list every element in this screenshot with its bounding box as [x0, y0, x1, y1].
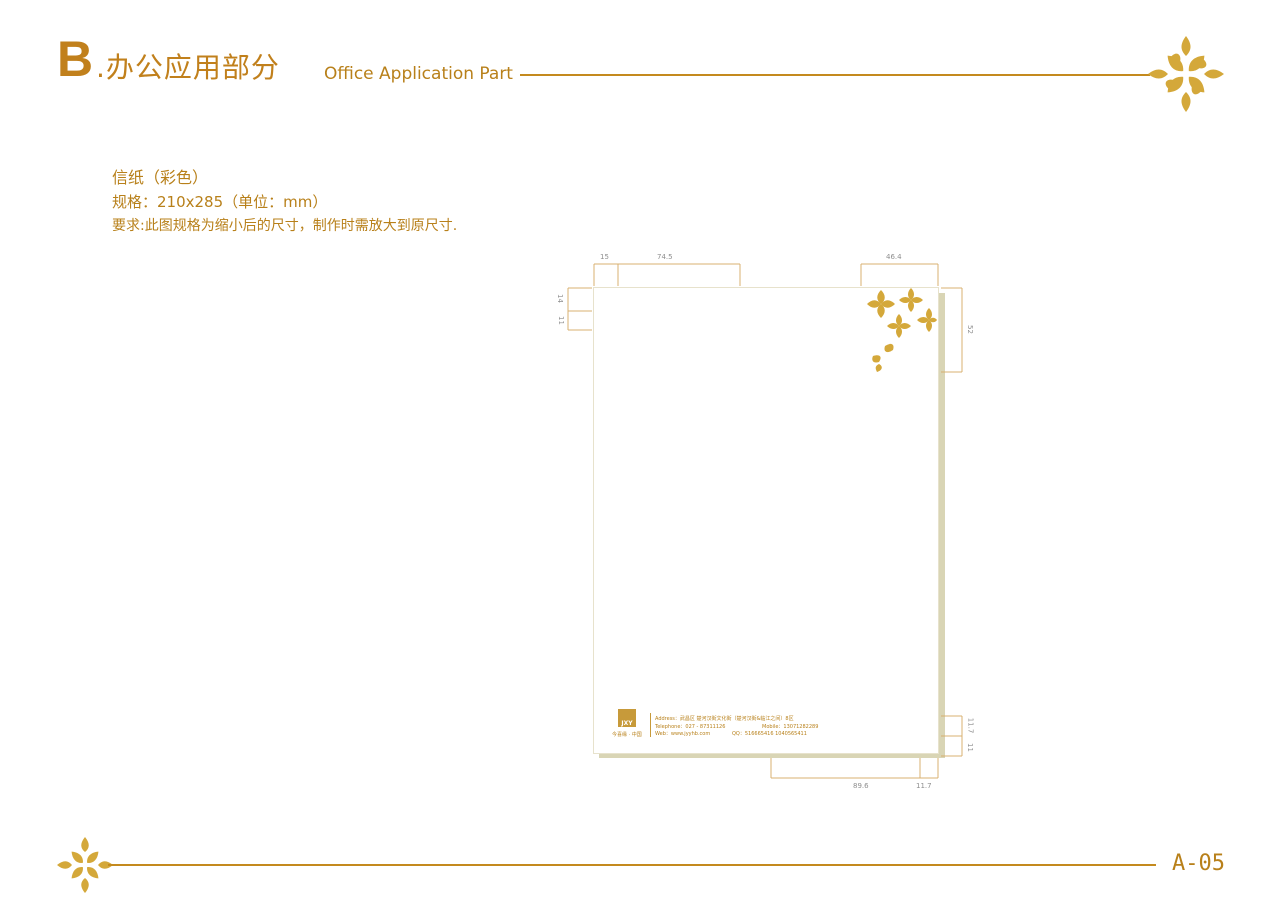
footer-mobile: Mobile：13071282289: [762, 724, 819, 730]
item-name: 信纸（彩色）: [112, 168, 209, 187]
dim-right-bottom-2: 11: [965, 743, 974, 752]
dim-bottom-width: 89.6: [853, 782, 869, 790]
dim-top-left-margin: 15: [600, 253, 609, 261]
brand-logo: JXY: [618, 709, 636, 727]
dimension-lines: [567, 263, 963, 779]
header-rule: [520, 74, 1150, 76]
item-spec: 规格：210x285（单位：mm）: [112, 193, 328, 211]
letterhead-paper: [593, 287, 939, 754]
ornament-icon: [57, 837, 113, 893]
footer-rule: [108, 864, 1156, 866]
brand-logo-sub: 今喜缘 · 中国: [612, 732, 642, 738]
leaf-pattern-icon: [867, 288, 937, 372]
ornament-icon: [1148, 36, 1224, 112]
dim-top-right-width: 46.4: [886, 253, 902, 261]
section-letter: B: [57, 31, 94, 87]
dim-left-top-2: 11: [556, 316, 565, 325]
item-note: 要求:此图规格为缩小后的尺寸，制作时需放大到原尺寸.: [112, 218, 458, 234]
section-title-en: Office Application Part: [324, 64, 513, 84]
dim-bottom-right: 11.7: [916, 782, 932, 790]
dim-top-left-width: 74.5: [657, 253, 673, 261]
footer-web: Web：www.jyyhb.com: [655, 731, 711, 737]
footer-qq: QQ：516665416 1040565411: [732, 731, 807, 737]
dim-right-ornament: 52: [965, 325, 974, 334]
dim-left-top-1: 14: [555, 294, 564, 303]
footer-telephone: Telephone：027 - 87311126: [655, 724, 726, 730]
footer-address: Address：武昌区 楚河汉街文化街（楚河汉街&临江之间）8区: [655, 716, 794, 722]
dim-right-bottom-1: 11.7: [966, 717, 975, 734]
page-code: A-05: [1172, 851, 1225, 876]
footer-separator: [650, 713, 651, 737]
section-title-cn: .办公应用部分: [96, 51, 280, 84]
